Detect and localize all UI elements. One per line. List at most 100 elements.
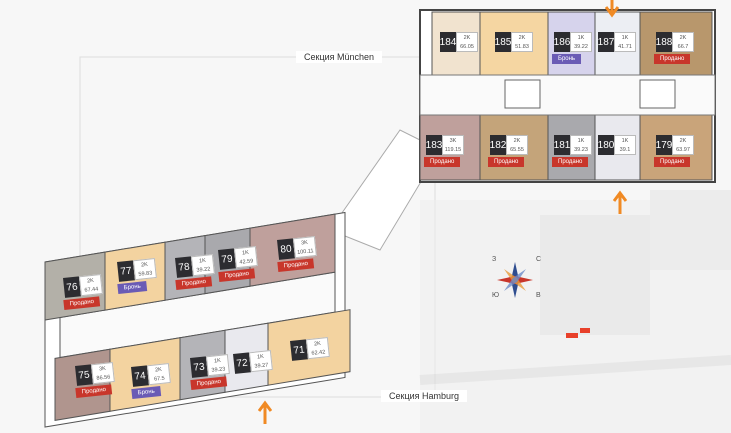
unit-area: 86.56	[96, 373, 111, 382]
unit-area: 67.5	[153, 375, 166, 383]
unit-area: 66.05	[460, 43, 474, 50]
unit-area: 119.15	[444, 146, 462, 153]
unit-label-187[interactable]: 187 1K 41.71	[598, 32, 636, 52]
compass-label-n: С	[536, 256, 542, 263]
compass-label-w: З	[492, 256, 497, 263]
unit-area: 62.42	[311, 348, 326, 357]
unit-type: 2K	[86, 277, 95, 284]
unit-info: 1K 39.1	[614, 135, 636, 155]
unit-info: 2K 63.97	[672, 135, 694, 155]
section-label-hamburg[interactable]: Секция Hamburg	[381, 390, 468, 402]
entrance-arrow-icon	[613, 190, 627, 214]
unit-type: 1K	[621, 34, 629, 41]
unit-info: 2K 66.7	[672, 32, 694, 52]
section-label-munchen[interactable]: Секция München	[296, 51, 383, 63]
unit-number: 185	[495, 32, 511, 52]
status-badge: Продано	[424, 157, 461, 167]
unit-area: 66.7	[677, 43, 689, 50]
entrance-arrow-icon	[258, 400, 272, 424]
unit-number: 188	[656, 32, 672, 52]
unit-info: 1K 41.71	[614, 32, 636, 52]
status-badge: Продано	[488, 157, 525, 167]
unit-type: 2K	[679, 34, 687, 41]
unit-number: 180	[598, 135, 614, 155]
unit-info: 2K 51.83	[511, 32, 533, 52]
unit-area: 42.59	[239, 257, 254, 266]
status-badge: Продано	[654, 157, 691, 167]
unit-area: 63.97	[676, 146, 690, 153]
unit-info: 1K 39.22	[570, 32, 592, 52]
building-marker	[566, 333, 578, 338]
unit-type: 1K	[621, 137, 629, 144]
unit-area: 39.22	[196, 265, 211, 274]
unit-area: 41.71	[618, 43, 632, 50]
unit-type: 2K	[513, 137, 521, 144]
unit-type: 1K	[198, 257, 207, 264]
unit-type: 2K	[679, 137, 687, 144]
building-marker	[580, 328, 590, 333]
unit-area: 39.23	[574, 146, 588, 153]
unit-area: 39.23	[211, 365, 226, 374]
compass-label-s: Ю	[492, 292, 500, 299]
unit-area: 65.55	[510, 146, 524, 153]
unit-area: 59.83	[138, 269, 153, 278]
status-badge: Бронь	[552, 54, 582, 64]
unit-type: 2K	[463, 34, 471, 41]
unit-info: 3K 119.15	[442, 135, 464, 155]
unit-info: 2K 66.05	[456, 32, 478, 52]
compass-icon	[497, 262, 533, 298]
status-badge: Продано	[654, 54, 691, 64]
unit-number: 182	[490, 135, 506, 155]
unit-area: 39.1	[619, 146, 631, 153]
status-badge: Продано	[552, 157, 589, 167]
unit-label-180[interactable]: 180 1K 39.1	[598, 135, 636, 155]
unit-type: 2K	[518, 34, 526, 41]
unit-number: 187	[598, 32, 614, 52]
compass-label-e: В	[536, 292, 541, 299]
unit-area: 39.22	[574, 43, 588, 50]
unit-number: 184	[440, 32, 456, 52]
unit-label-184[interactable]: 184 2K 66.05	[440, 32, 478, 52]
unit-info: 2K 65.55	[506, 135, 528, 155]
unit-label-185[interactable]: 185 2K 51.83	[495, 32, 533, 52]
entrance-arrow-icon	[605, 0, 619, 18]
unit-area: 67.44	[84, 285, 99, 294]
unit-type: 1K	[577, 34, 585, 41]
unit-type: 2K	[154, 366, 163, 373]
unit-type: 3K	[300, 239, 309, 246]
unit-number: 181	[554, 135, 570, 155]
unit-type: 3K	[98, 365, 107, 372]
site-map	[419, 190, 731, 433]
unit-info: 2K 67.5	[146, 363, 171, 386]
unit-type: 3K	[449, 137, 457, 144]
unit-type: 1K	[213, 357, 222, 364]
unit-area: 39.27	[254, 361, 269, 370]
unit-type: 2K	[140, 261, 149, 268]
unit-area: 51.83	[515, 43, 529, 50]
